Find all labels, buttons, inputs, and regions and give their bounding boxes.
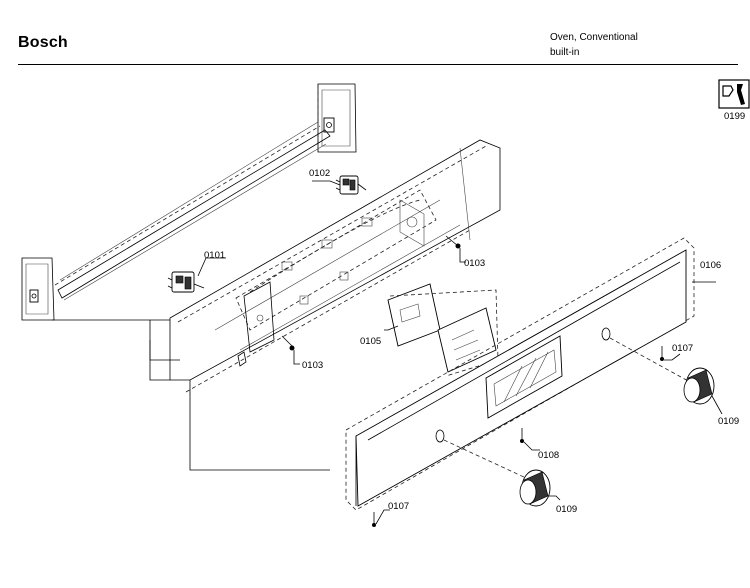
part-0106-control-panel[interactable] <box>345 237 695 511</box>
callout-0105: 0105 <box>360 336 381 347</box>
part-0103-screw-upper[interactable] <box>445 235 461 249</box>
leader-0108 <box>523 441 540 451</box>
leader-0103-lower <box>293 350 300 365</box>
callout-0103-upper: 0103 <box>464 258 485 269</box>
callout-0108: 0108 <box>538 450 559 461</box>
callout-0199: 0199 <box>724 111 745 122</box>
leader-0107-right <box>664 353 681 361</box>
part-0102-thermostat[interactable] <box>335 175 367 195</box>
callout-0102: 0102 <box>309 168 330 179</box>
rear-frame <box>21 83 357 361</box>
part-0101-switch[interactable] <box>167 271 205 293</box>
product-line-2: built-in <box>550 47 580 58</box>
callout-0109-left: 0109 <box>556 504 577 515</box>
leader-0109-left <box>548 495 561 501</box>
callout-0101: 0101 <box>204 250 225 261</box>
knob-guide-left <box>443 439 527 479</box>
callout-0103-lower: 0103 <box>302 360 323 371</box>
part-0107-screw-right[interactable] <box>660 346 664 361</box>
part-0103-screw-lower[interactable] <box>281 335 295 351</box>
callout-0107-left: 0107 <box>388 501 409 512</box>
leader-0102 <box>312 180 341 186</box>
leader-0107-left <box>375 509 390 525</box>
part-0108-screw[interactable] <box>520 428 524 443</box>
leader-0109-right <box>711 395 723 415</box>
leader-0101 <box>197 257 226 277</box>
part-0107-screw-left[interactable] <box>372 512 376 527</box>
callout-0106: 0106 <box>700 260 721 271</box>
brand-title: Bosch <box>18 34 68 51</box>
callout-0107-right: 0107 <box>672 343 693 354</box>
product-line-1: Oven, Conventional <box>550 32 638 43</box>
part-0109-knob-left[interactable] <box>519 469 551 507</box>
tool-icon[interactable] <box>718 79 750 109</box>
product-description: Oven, Conventional built-in <box>550 30 638 60</box>
header-divider <box>18 64 738 65</box>
part-0109-knob-right[interactable] <box>683 367 715 405</box>
part-0105-bracket-plate[interactable] <box>387 283 499 377</box>
knob-guide-right <box>609 337 691 383</box>
callout-0109-right: 0109 <box>718 416 739 427</box>
control-housing <box>149 139 501 471</box>
leader-0105 <box>384 325 399 331</box>
leader-0103-upper <box>459 248 466 263</box>
